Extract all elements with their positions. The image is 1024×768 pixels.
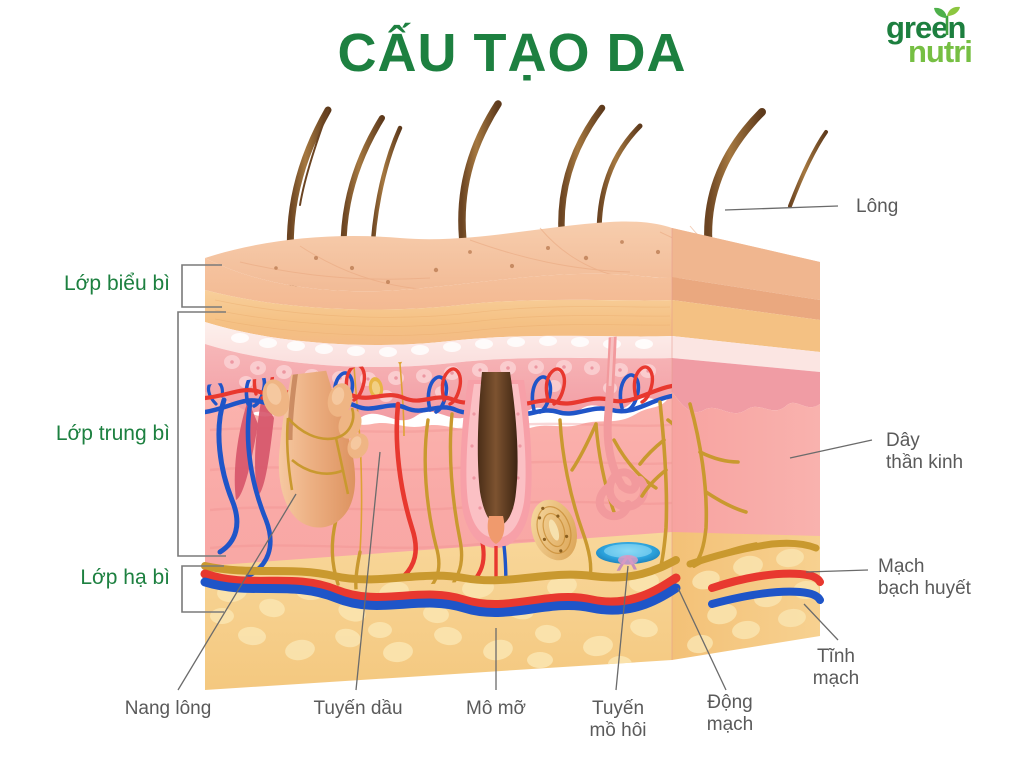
vein-main	[200, 577, 681, 617]
hair-follicle-left	[262, 369, 369, 528]
dermis-contents	[205, 330, 672, 600]
descending-artery	[394, 401, 418, 579]
part-label-nerve-line2: thần kinh	[886, 452, 964, 474]
part-label-nerve: Dây thần kinh	[886, 430, 963, 475]
part-label-sweat-line2: mồ hôi	[589, 720, 647, 742]
pacinian-corpuscle	[530, 499, 578, 561]
hair-follicle-center	[460, 372, 532, 593]
descending-vein	[216, 397, 240, 555]
layer-label-hypodermis: Lớp hạ bì	[80, 566, 170, 589]
part-label-artery-line1: Động	[707, 692, 753, 713]
layer-label-dermis: Lớp trung bì	[55, 422, 170, 445]
brand-logo[interactable]: green nutri	[878, 6, 1008, 74]
leader-vein	[803, 603, 839, 641]
logo-text-green: green	[886, 10, 966, 45]
right-face-vessels	[686, 539, 824, 608]
nerve-trunk-right	[638, 400, 672, 572]
part-label-oil-gland: Tuyến dầu	[313, 698, 403, 719]
layer-label-epidermis: Lớp biểu bì	[63, 272, 170, 295]
part-label-nerve-line1: Dây	[886, 430, 920, 451]
bracket-hypodermis	[181, 565, 224, 613]
bracket-epidermis	[181, 264, 222, 308]
hypodermis-vessels	[200, 556, 681, 617]
part-label-vein: Tĩnh mạch	[790, 646, 882, 691]
artery-main	[200, 569, 681, 609]
bracket-dermis	[177, 311, 226, 557]
leader-lines	[177, 205, 873, 691]
descending-vein-2	[245, 401, 273, 579]
leader-oil-gland	[355, 451, 381, 691]
leader-hair	[724, 205, 839, 211]
part-label-vein-line1: Tĩnh	[816, 646, 856, 667]
part-label-fat-tissue: Mô mỡ	[466, 698, 526, 719]
nerve-trunk-main	[201, 556, 680, 585]
layer-brackets	[177, 264, 226, 613]
vein-right-face	[708, 587, 824, 608]
nerve-right-face	[686, 539, 820, 568]
part-label-vein-line2: mạch	[812, 668, 860, 690]
leaf-sprout-icon	[934, 6, 960, 35]
part-label-lymph-line1: Mạch	[878, 556, 925, 577]
logo-text-nutri: nutri	[908, 34, 973, 69]
block-right-face	[671, 228, 820, 660]
part-label-artery-line2: mạch	[706, 714, 754, 736]
part-label-sweat-line1: Tuyến	[591, 698, 645, 719]
artery-right-face	[708, 569, 824, 592]
part-label-hair-follicle: Nang lông	[124, 698, 212, 719]
leader-artery	[677, 587, 727, 691]
part-label-lymph-line2: bạch huyết	[878, 578, 971, 600]
part-label-sweat-gland: Tuyến mồ hôi	[564, 698, 672, 743]
part-label-hair: Lông	[856, 196, 899, 217]
leader-hair-follicle	[177, 493, 297, 691]
leader-lymph	[805, 569, 869, 573]
skin-surface-top	[205, 221, 820, 292]
leader-sweat-gland	[615, 565, 629, 691]
page-title: CẤU TẠO DA	[337, 23, 687, 83]
part-label-lymph-vessel: Mạch bạch huyết	[878, 556, 971, 601]
part-label-artery: Động mạch	[682, 692, 778, 737]
leader-nerve	[789, 439, 873, 459]
meissner-corpuscle	[368, 377, 384, 399]
